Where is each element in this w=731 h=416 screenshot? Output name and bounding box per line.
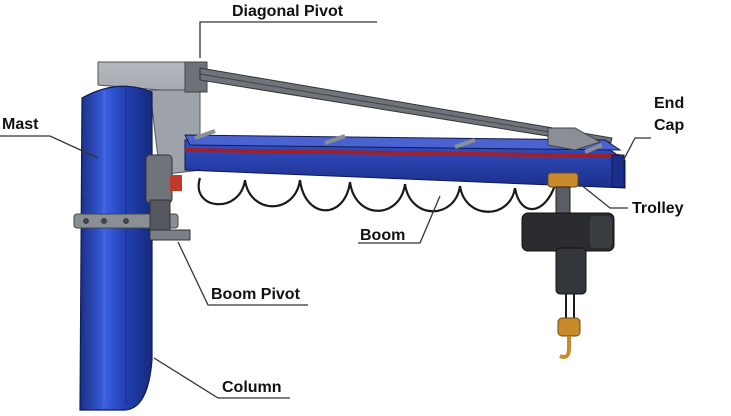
festoon-cable: [197, 177, 557, 213]
label-diagonal-pivot: Diagonal Pivot: [232, 3, 344, 20]
label-boom: Boom: [360, 227, 406, 244]
label-end-cap-line2: Cap: [654, 117, 685, 134]
label-boom-pivot: Boom Pivot: [211, 286, 300, 303]
label-mast: Mast: [2, 116, 39, 133]
boom-beam: [184, 127, 626, 189]
label-trolley: Trolley: [632, 200, 684, 217]
column: [79, 85, 153, 411]
label-column: Column: [222, 379, 282, 396]
leader-lines: [0, 21, 651, 399]
slew-motor: [145, 154, 191, 241]
label-end-cap-line1: End: [654, 95, 685, 112]
electric-hoist: [521, 212, 615, 359]
